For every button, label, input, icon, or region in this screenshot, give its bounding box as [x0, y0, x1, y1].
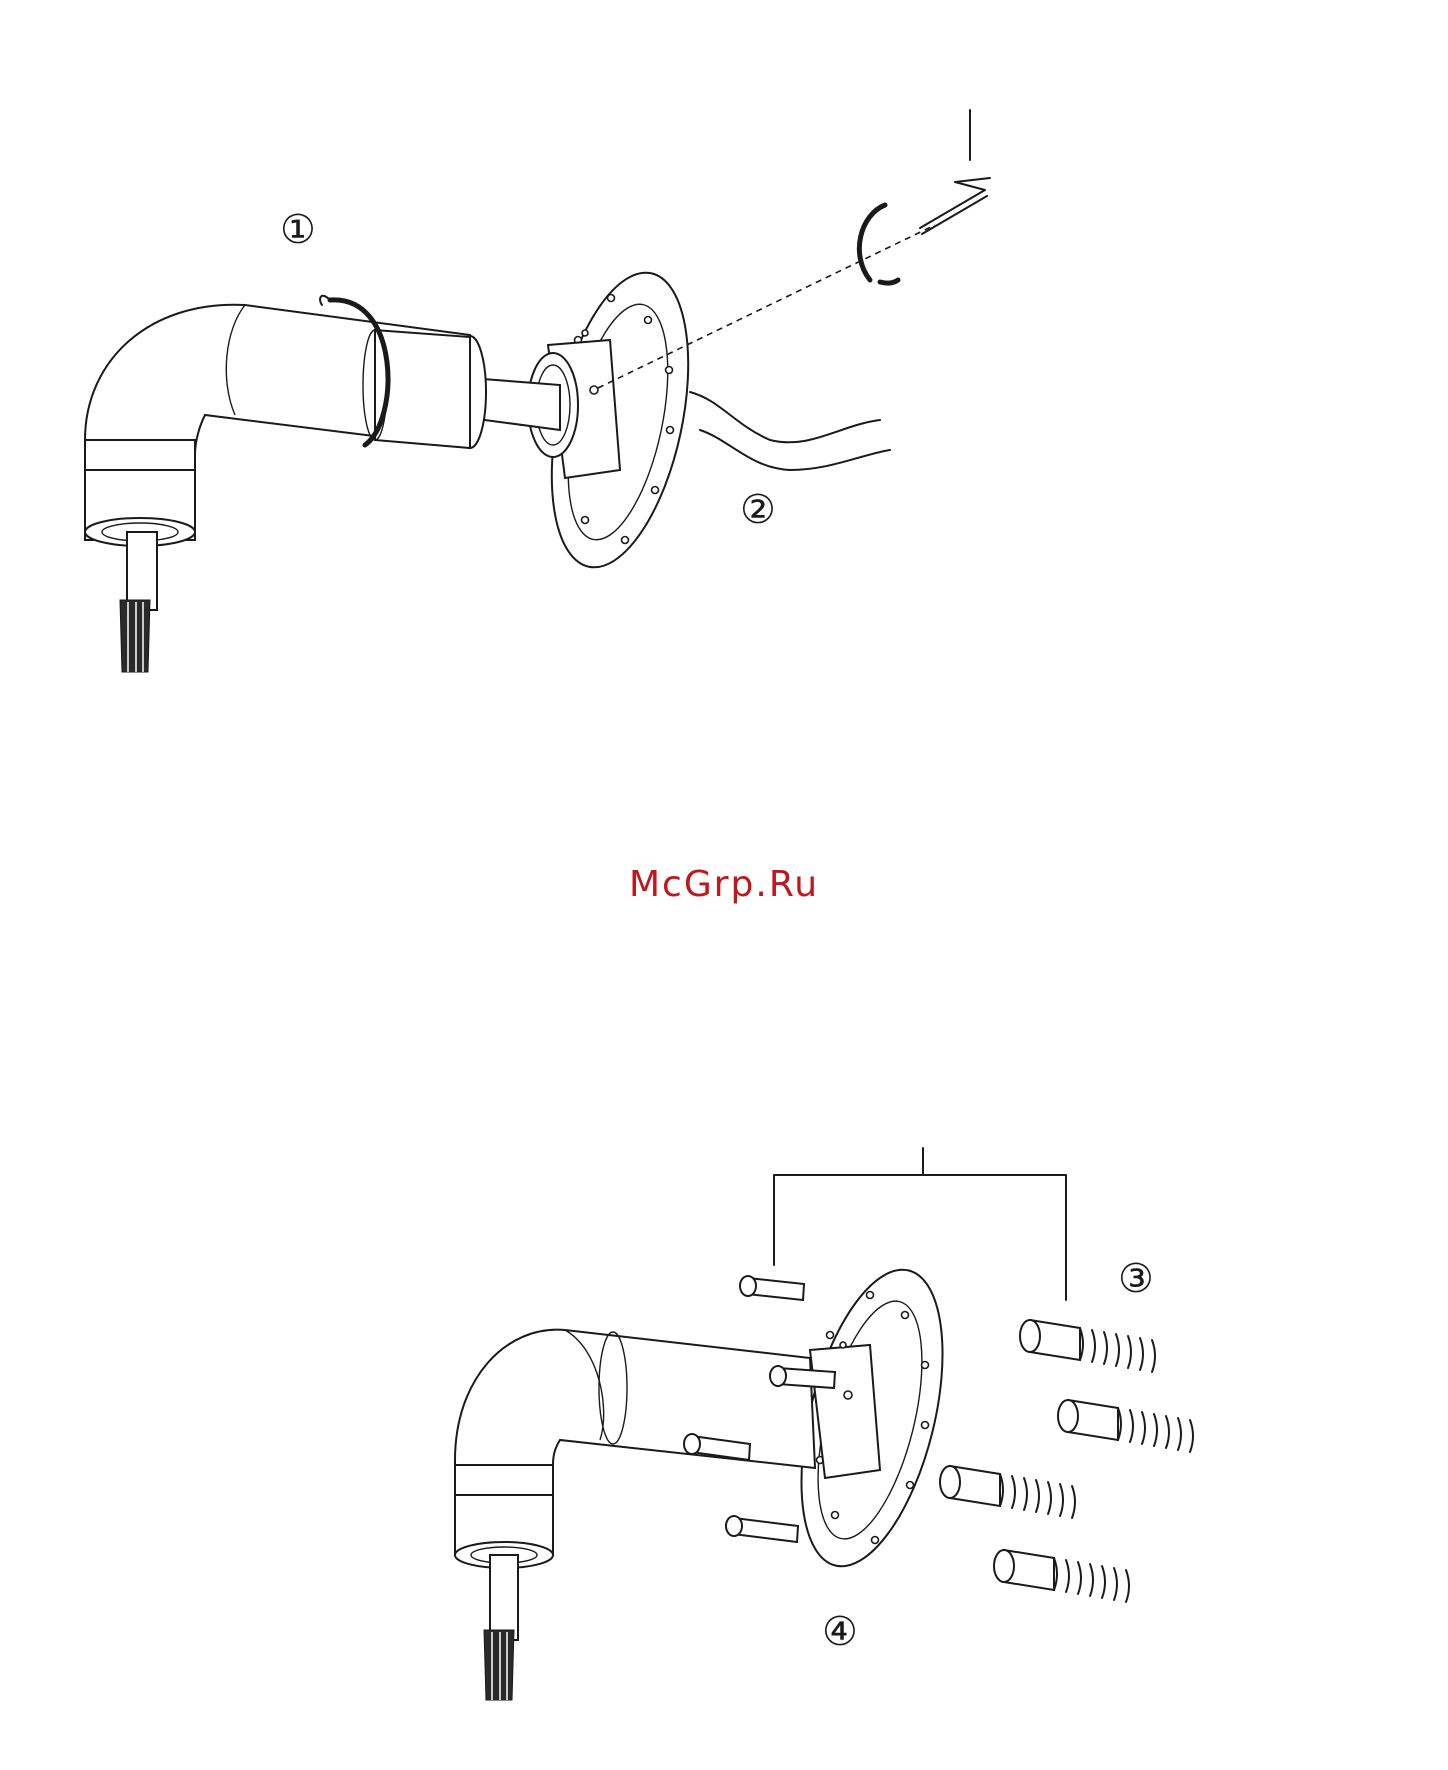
screw: [740, 1276, 804, 1300]
pipe-vertical-bottom: [455, 1465, 553, 1700]
pin-spring: [920, 178, 990, 234]
spring-bushing: [994, 1550, 1129, 1602]
retaining-clip: [859, 205, 898, 283]
spring-bushing: [940, 1466, 1075, 1518]
callout-4: ④: [822, 1609, 858, 1655]
callout-3: ③: [1118, 1256, 1154, 1302]
pipe-vertical-top: [85, 440, 195, 672]
callout-2: ②: [740, 487, 776, 533]
spring-bushing: [1058, 1400, 1193, 1452]
bottom-assembly: ③ ④: [455, 1148, 1193, 1700]
callout-1: ①: [280, 207, 316, 253]
hose: [690, 392, 890, 470]
top-assembly: ① ②: [85, 110, 990, 672]
screw: [726, 1516, 798, 1542]
spring-bushing: [1020, 1320, 1155, 1372]
watermark: McGrp.Ru: [0, 864, 1448, 905]
